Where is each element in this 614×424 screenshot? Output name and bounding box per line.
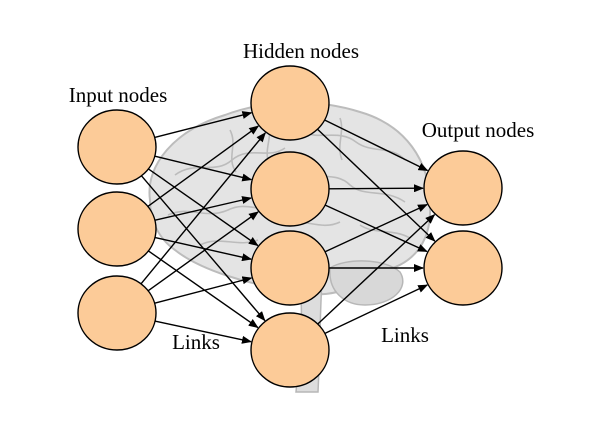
- link-input-2-to-hidden-3: [152, 236, 253, 262]
- output-node-1: [423, 150, 503, 226]
- hidden-nodes-label: Hidden nodes: [243, 39, 359, 63]
- input-nodes-label: Input nodes: [69, 83, 168, 107]
- link-input-1-to-hidden-3: [146, 167, 259, 247]
- input-node-3: [77, 275, 157, 351]
- link-hidden-3-to-output-1: [322, 203, 428, 254]
- link-input-1-to-hidden-1: [152, 111, 253, 139]
- link-input-3-to-hidden-4: [152, 320, 252, 344]
- links-label-right: Links: [381, 323, 429, 347]
- link-hidden-2-to-output-1: [326, 184, 424, 193]
- link-hidden-4-to-output-1: [315, 214, 436, 326]
- output-node-2: [423, 230, 503, 306]
- link-input-2-to-hidden-4: [146, 249, 259, 329]
- link-hidden-4-to-output-2: [322, 284, 429, 335]
- input-node-1: [77, 109, 157, 185]
- hidden-node-3: [250, 230, 330, 306]
- links-label-left: Links: [172, 330, 220, 354]
- link-hidden-1-to-output-2: [315, 127, 436, 242]
- output-nodes-label: Output nodes: [422, 118, 535, 142]
- link-input-3-to-hidden-3: [152, 276, 253, 305]
- hidden-node-4: [250, 312, 330, 388]
- input-node-2: [77, 191, 157, 267]
- brain-cerebellum: [329, 260, 404, 306]
- nodes-layer: [77, 65, 503, 388]
- link-hidden-1-to-output-1: [322, 118, 429, 172]
- hidden-node-1: [250, 65, 330, 141]
- link-input-3-to-hidden-1: [139, 132, 266, 286]
- link-input-3-to-hidden-2: [146, 211, 259, 293]
- links-layer: [139, 111, 436, 344]
- link-input-1-to-hidden-4: [139, 173, 266, 322]
- hidden-node-2: [250, 151, 330, 227]
- link-input-2-to-hidden-1: [145, 125, 260, 209]
